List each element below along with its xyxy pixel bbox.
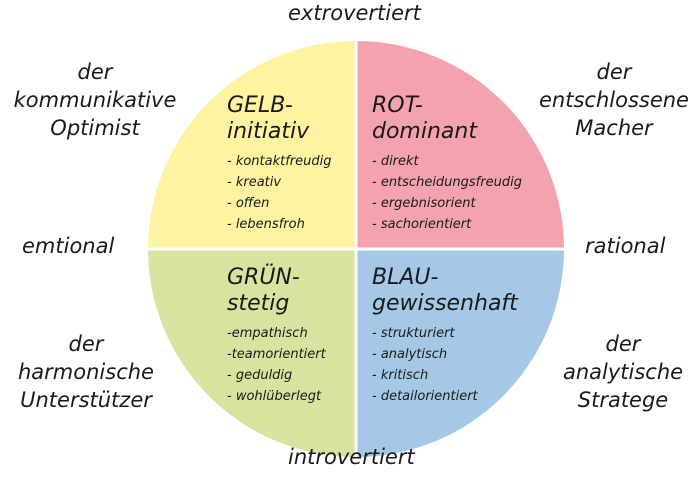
type-bottom-left-line1: der [68,332,104,356]
red-trait: dominant [372,119,477,144]
yellow-item: - kreativ [227,175,282,190]
red-quadrant [356,41,564,249]
blue-color-label: BLAU- [372,265,439,290]
green-quadrant [148,249,356,457]
green-item: -teamorientiert [227,347,326,362]
yellow-item: - offen [227,196,270,211]
yellow-item: - kontaktfreudig [227,154,332,169]
green-item: -empathisch [227,326,308,341]
blue-item: - strukturiert [372,326,455,341]
red-item: - direkt [372,154,419,169]
type-top-right-line3: Macher [575,116,653,140]
yellow-item: - lebensfroh [227,217,305,232]
green-color-label: GRÜN- [227,265,300,290]
green-trait: stetig [227,291,290,316]
type-bottom-left: der harmonische Unterstützer [6,330,166,414]
red-item: - sachorientiert [372,217,472,232]
axis-right-label: rational [585,234,666,258]
axis-bottom-label: introvertiert [288,445,415,469]
type-top-right: der entschlossene Macher [534,58,694,142]
yellow-trait: initiativ [227,119,310,144]
blue-item: - kritisch [372,368,429,383]
type-bottom-right: der analytische Stratege [550,330,696,414]
yellow-color-label: GELB- [227,93,293,118]
red-item: - entscheidungsfreudig [372,175,522,190]
green-quadrant-text: GRÜN- stetig -empathisch -teamorientiert… [227,265,326,407]
blue-trait: gewissenhaft [372,291,518,316]
type-top-right-line2: entschlossene [539,88,689,112]
green-item: - geduldig [227,368,293,383]
type-bottom-right-line3: Stratege [577,388,669,412]
type-bottom-right-line1: der [605,332,641,356]
blue-item: - analytisch [372,347,448,362]
type-top-left-line3: Optimist [50,116,140,140]
yellow-quadrant-text: GELB- initiativ - kontaktfreudig - kreat… [227,93,332,235]
type-bottom-left-line2: harmonische [18,360,154,384]
blue-quadrant [356,249,564,457]
type-top-left: der kommunikative Optimist [6,58,184,142]
blue-quadrant-text: BLAU- gewissenhaft - strukturiert - anal… [372,265,518,407]
red-item: - ergebnisorient [372,196,476,211]
type-top-right-line1: der [596,60,632,84]
yellow-quadrant [148,41,356,249]
axis-top-label: extrovertiert [288,1,421,25]
type-bottom-right-line2: analytische [562,360,684,384]
axis-left-label: emtional [22,234,115,258]
red-color-label: ROT- [372,93,423,118]
type-top-left-line2: kommunikative [13,88,177,112]
green-item: - wohlüberlegt [227,389,322,404]
type-bottom-left-line3: Unterstützer [20,388,152,412]
type-top-left-line1: der [77,60,113,84]
red-quadrant-text: ROT- dominant - direkt - entscheidungsfr… [372,93,522,235]
blue-item: - detailorientiert [372,389,478,404]
